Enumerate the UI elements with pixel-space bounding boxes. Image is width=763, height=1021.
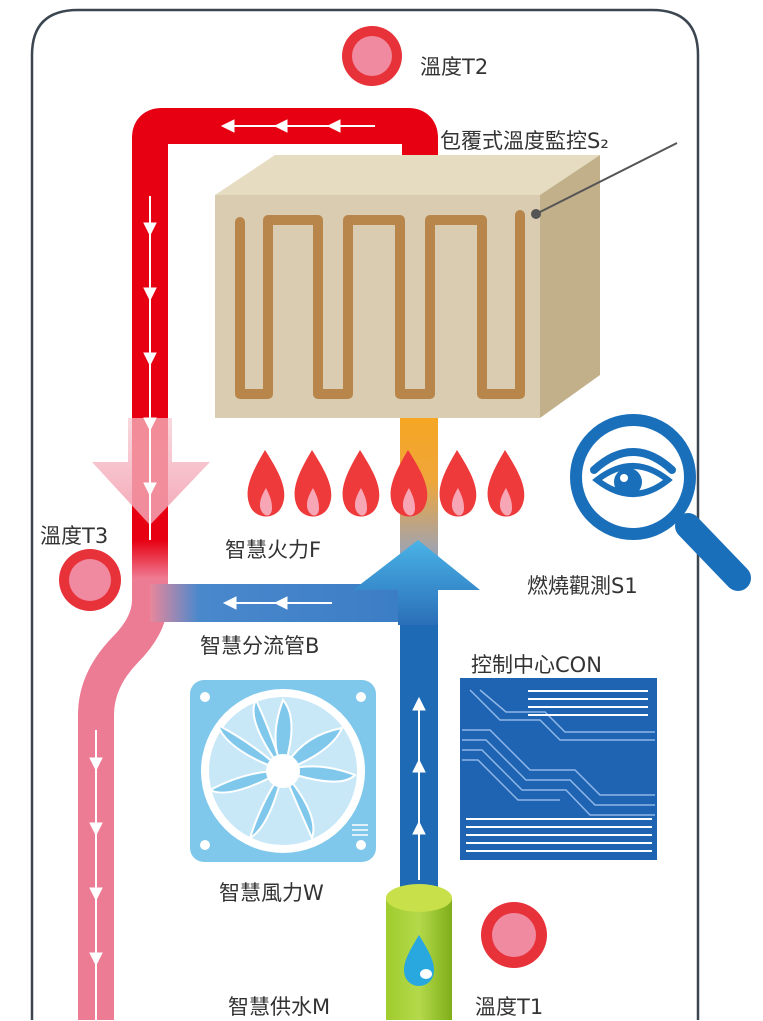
- label-smart-bypass: 智慧分流管B: [200, 634, 320, 658]
- flame-icon: [439, 450, 477, 517]
- outer-frame: [30, 8, 700, 1020]
- flame-icon: [390, 450, 428, 517]
- flow-up-arrow: [353, 540, 480, 625]
- label-combustion-watch: 燃燒觀測S1: [527, 574, 638, 598]
- flame-icon: [294, 450, 332, 517]
- down-flow-arrows: [143, 196, 157, 540]
- label-wrap-monitor: 包覆式溫度監控S₂: [440, 129, 609, 153]
- leader-line: [535, 142, 678, 215]
- temperature-sensor-icon: [342, 26, 402, 86]
- label-control-center: 控制中心CON: [471, 653, 602, 677]
- bypass-flow-arrows: [222, 596, 332, 610]
- magnifier-eye-icon: [570, 414, 751, 591]
- label-temp-t3: 溫度T3: [40, 524, 109, 548]
- label-smart-water: 智慧供水M: [228, 995, 331, 1019]
- hot-flow-arrows: [220, 119, 375, 133]
- flame-icon: [247, 450, 285, 517]
- label-smart-wind: 智慧風力W: [219, 881, 324, 905]
- flame-icon: [342, 450, 380, 517]
- outlet-flow-arrows: [89, 730, 103, 1020]
- exchanger-coil: [235, 210, 525, 399]
- temperature-sensor-icon: [481, 902, 547, 968]
- outlet-pipe: [78, 578, 168, 1020]
- label-temp-t2: 溫度T2: [420, 55, 489, 79]
- heat-exchanger: [215, 155, 600, 418]
- water-cylinder-icon: [386, 884, 452, 1020]
- temperature-sensor-icon: [59, 549, 121, 611]
- fan-icon: [190, 680, 376, 862]
- burner-flames: [247, 450, 525, 517]
- circuit-board-icon: [460, 678, 657, 860]
- inlet-flow-arrows: [412, 696, 426, 880]
- label-temp-t1: 溫度T1: [475, 995, 544, 1019]
- label-smart-fire: 智慧火力F: [225, 538, 322, 562]
- flame-icon: [487, 450, 525, 517]
